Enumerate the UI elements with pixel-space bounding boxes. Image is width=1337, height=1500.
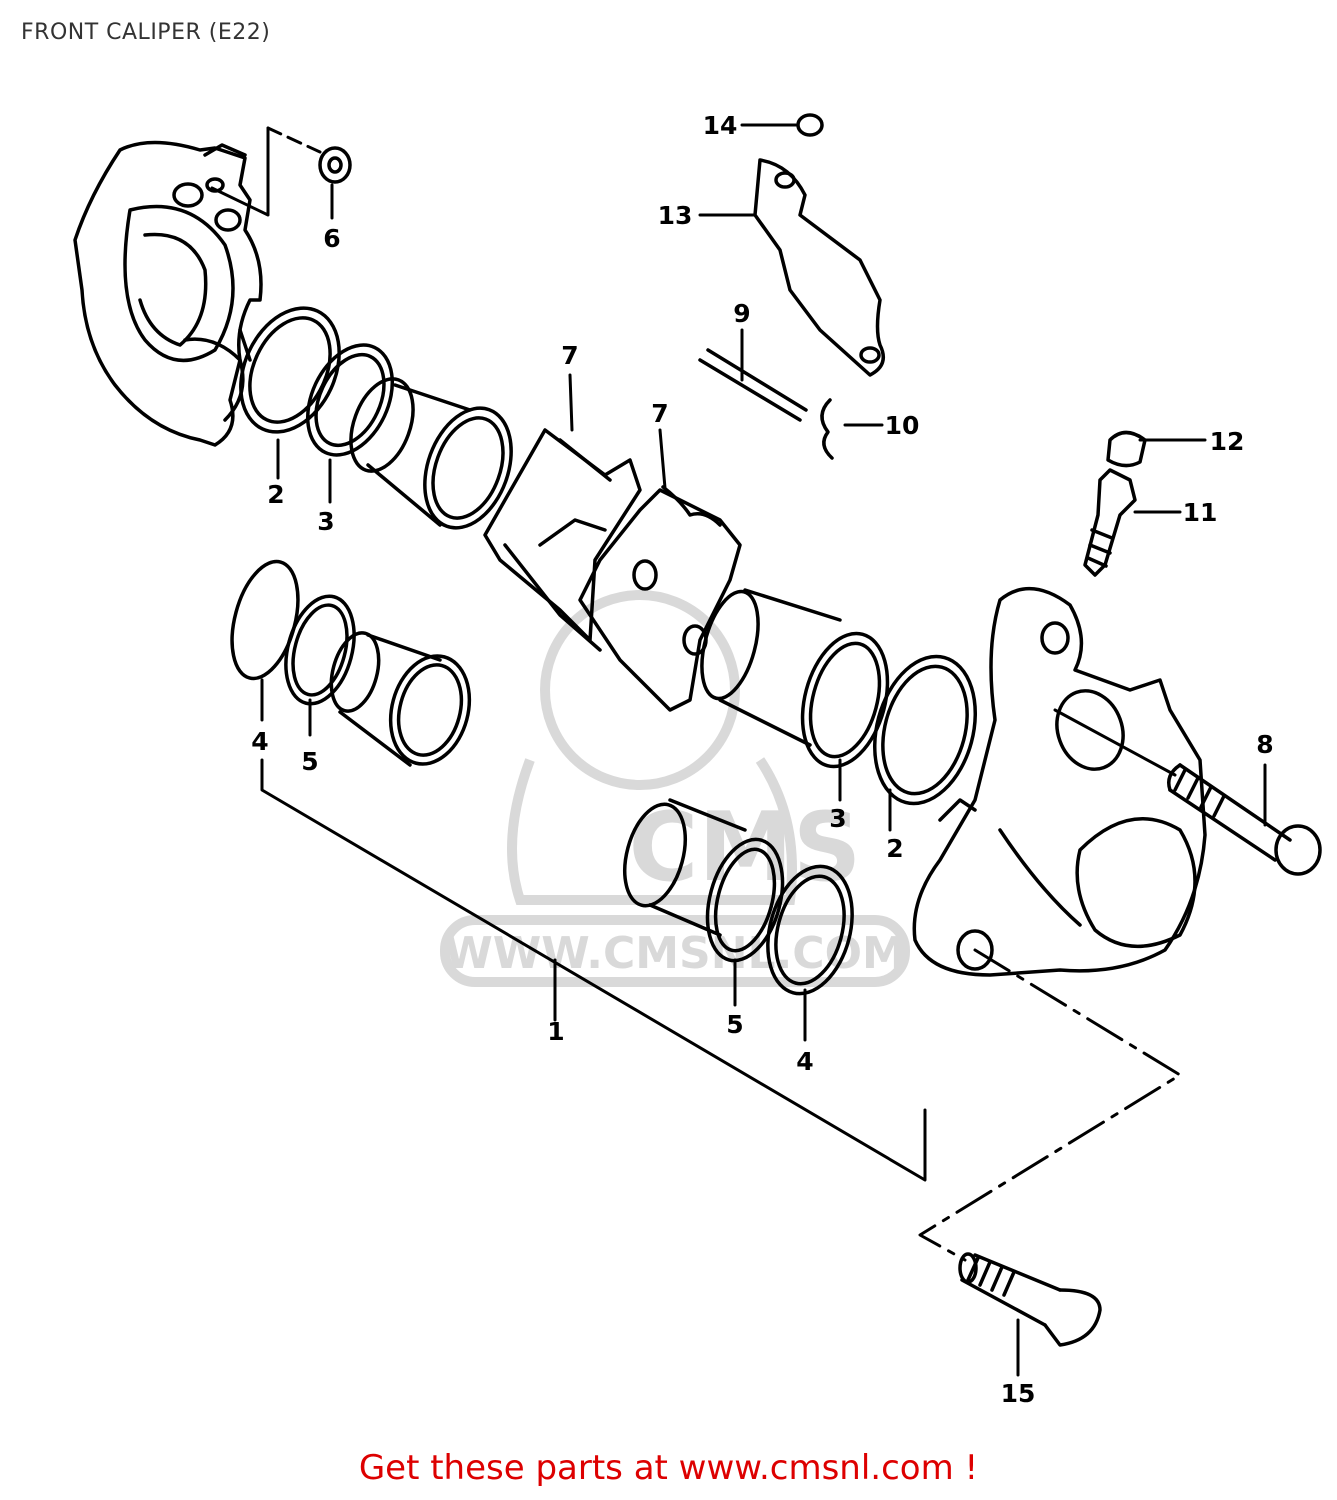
part-2-seal-lower (872, 654, 978, 806)
watermark-url-band (440, 915, 910, 987)
assembly-bracket-1 (260, 758, 927, 1182)
label-part-12: 12 (1210, 427, 1245, 456)
label-part-10: 10 (885, 411, 920, 440)
piston-lower-left (329, 631, 472, 767)
part-12-cap (1106, 430, 1147, 468)
label-part-7-left: 7 (561, 341, 578, 370)
caliper-inner-half (912, 587, 1207, 977)
label-part-3-lower: 3 (829, 804, 846, 833)
footer-link-text[interactable]: Get these parts at www.cmsnl.com ! (358, 1448, 979, 1488)
label-part-8: 8 (1256, 730, 1273, 759)
part-14-screw (796, 113, 824, 137)
piston-upper (349, 377, 513, 530)
diagram-title: FRONT CALIPER (E22) (21, 20, 271, 45)
label-part-14: 14 (703, 111, 738, 140)
label-part-5-left: 5 (301, 747, 318, 776)
label-part-15: 15 (1001, 1379, 1036, 1408)
part-9-pin (698, 348, 808, 422)
label-part-1: 1 (547, 1017, 564, 1046)
leader-lines (260, 183, 1267, 1377)
label-part-4-left: 4 (251, 727, 268, 756)
part-8-bolt (1167, 763, 1322, 876)
part-6-cap (318, 146, 352, 184)
part-5-seal-lower (705, 837, 785, 963)
watermark-logo: CMS (629, 793, 862, 903)
part-2-seal-upper (239, 306, 341, 434)
piston-middle-right (700, 588, 842, 747)
alignment-line-15 (918, 948, 1182, 1262)
label-part-3-upper: 3 (317, 507, 334, 536)
part-7-brake-pad-right (578, 485, 742, 712)
label-part-13: 13 (658, 201, 693, 230)
part-15-bolt (958, 1252, 1102, 1347)
part-3-seal-upper (305, 343, 395, 457)
label-part-7-right: 7 (651, 399, 668, 428)
label-part-2-lower: 2 (886, 834, 903, 863)
part-labels: 1 2 2 3 3 4 4 5 5 6 7 7 8 9 10 11 12 13 … (251, 111, 1273, 1408)
part-3-seal-lower (800, 631, 890, 769)
label-part-5-lower: 5 (726, 1010, 743, 1039)
part-4-seal-lower (766, 864, 854, 996)
label-part-2-upper: 2 (267, 480, 284, 509)
label-part-4-lower: 4 (796, 1047, 813, 1076)
caliper-outer-half (73, 140, 263, 447)
part-7-brake-pad-left (483, 428, 642, 652)
watermark (440, 590, 910, 987)
watermark-mascot-body (507, 757, 797, 905)
label-part-9: 9 (733, 299, 750, 328)
label-part-11: 11 (1183, 498, 1218, 527)
part-5-seal-left (284, 594, 356, 706)
part-10-clip (820, 398, 834, 460)
watermark-url: WWW.CMSNL.COM (444, 928, 906, 979)
part-11-bleeder (1083, 468, 1137, 577)
part-13-pad-spring (753, 158, 886, 377)
label-part-6: 6 (323, 224, 340, 253)
